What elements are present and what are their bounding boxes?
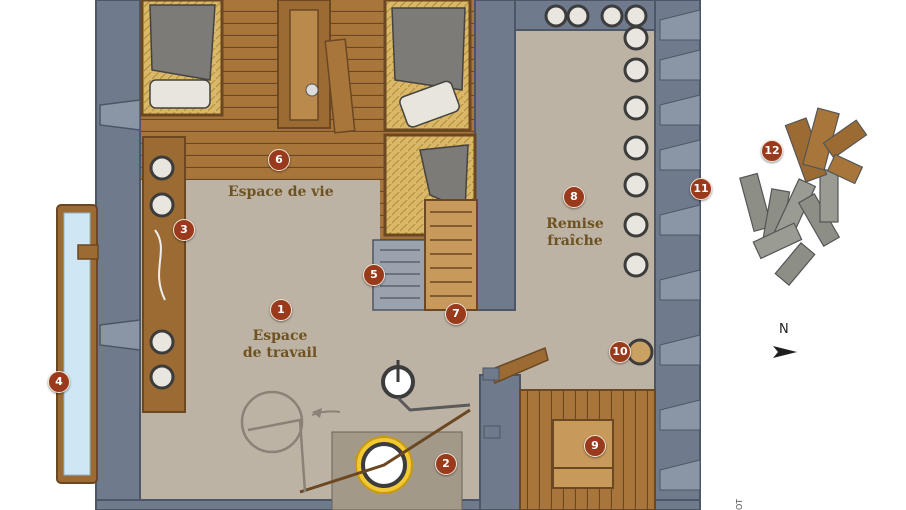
jar-brown (626, 338, 654, 366)
marker-3: 3 (173, 219, 195, 241)
west-wall (95, 0, 141, 510)
marker-8: 8 (563, 186, 585, 208)
label-living-space: Espace de vie (228, 184, 334, 200)
bed-right (383, 0, 472, 132)
west-wall-brackets (99, 99, 141, 351)
north-label: N (779, 322, 789, 337)
interior-wall-south (479, 374, 521, 510)
marker-11: 11 (690, 178, 712, 200)
east-wall-wedges (659, 9, 701, 491)
bed-left (140, 0, 224, 117)
stairs-down (372, 239, 426, 311)
marker-6: 6 (268, 149, 290, 171)
label-work-space-line1: Espace (252, 328, 308, 344)
marker-10: 10 (609, 341, 631, 363)
marker-2: 2 (435, 453, 457, 475)
water-trough (56, 204, 99, 484)
storage-jars (544, 4, 649, 278)
marker-12: 12 (761, 140, 783, 162)
marker-9: 9 (584, 435, 606, 457)
woodpile (739, 107, 868, 286)
label-storage-line1: Remise (546, 216, 604, 232)
label-storage-line2: fraîche (547, 233, 603, 249)
marker-7: 7 (445, 303, 467, 325)
label-work-space-line2: de travail (242, 345, 318, 361)
marker-1: 1 (270, 299, 292, 321)
cabinet (277, 0, 356, 134)
north-arrow-icon (773, 346, 797, 358)
work-machine (240, 346, 549, 510)
workbench (142, 136, 186, 413)
image-credit: OT (735, 498, 744, 510)
marker-4: 4 (48, 371, 70, 393)
interior-wall (474, 0, 516, 311)
marker-5: 5 (363, 264, 385, 286)
ladder (424, 199, 478, 311)
